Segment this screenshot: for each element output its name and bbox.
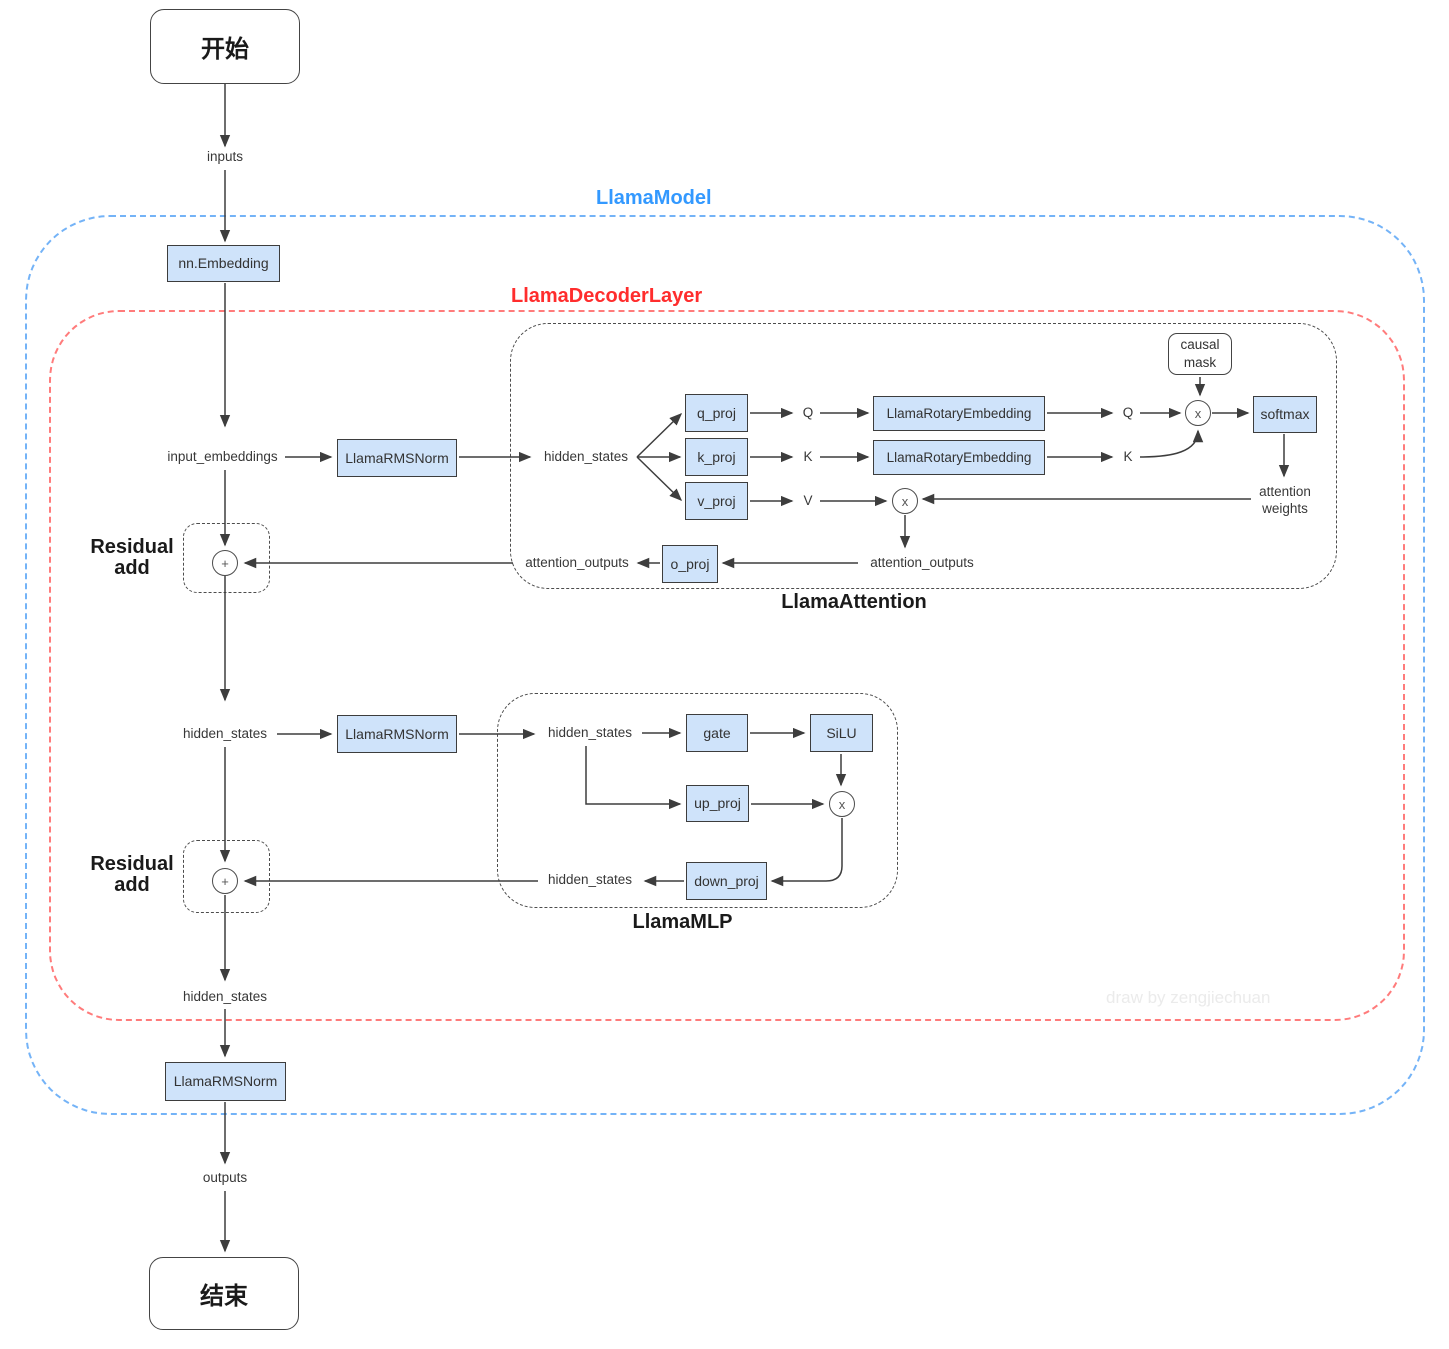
causal-mask-node: causal mask xyxy=(1168,333,1232,375)
watermark-text: draw by zengjiechuan xyxy=(1106,988,1271,1007)
end-node: 结束 xyxy=(149,1257,299,1330)
residual-add-op-1: + xyxy=(212,550,238,576)
o-proj-node: o_proj xyxy=(662,545,718,583)
rmsnorm-node-3: LlamaRMSNorm xyxy=(165,1062,286,1101)
hidden-states-label-bottom: hidden_states xyxy=(182,988,268,1004)
v-proj-node: v_proj xyxy=(685,482,748,520)
nn-embedding-node: nn.Embedding xyxy=(167,245,280,282)
hidden-states-label-mlp-out: hidden_states xyxy=(547,871,633,887)
hidden-states-label-mlp-in: hidden_states xyxy=(547,724,633,740)
multiply-op-v: x xyxy=(892,488,918,514)
residual-line1: Residual xyxy=(90,536,174,558)
multiply-op-qk: x xyxy=(1185,400,1211,426)
residual-add-op-2: + xyxy=(212,868,238,894)
llama-mlp-container xyxy=(497,693,898,908)
k-label-2: K xyxy=(1123,448,1133,464)
llama-mlp-title: LlamaMLP xyxy=(632,910,733,933)
down-proj-node: down_proj xyxy=(686,862,767,900)
multiply-op-mlp: x xyxy=(829,791,855,817)
q-label-1: Q xyxy=(802,404,814,420)
v-label-1: V xyxy=(803,492,813,508)
silu-node: SiLU xyxy=(810,714,873,752)
hidden-states-label-row2: hidden_states xyxy=(182,725,268,741)
llama-attention-container xyxy=(510,323,1337,589)
residual-add-frame-1 xyxy=(183,523,270,593)
rmsnorm-node-1: LlamaRMSNorm xyxy=(337,439,457,477)
q-label-2: Q xyxy=(1122,404,1134,420)
rotary-embedding-node-2: LlamaRotaryEmbedding xyxy=(873,440,1045,475)
llama-model-container xyxy=(25,215,1425,1115)
softmax-node: softmax xyxy=(1253,396,1317,433)
llama-decoder-layer-container xyxy=(49,310,1405,1021)
attention-outputs-label-left: attention_outputs xyxy=(525,554,629,570)
rotary-embedding-node-1: LlamaRotaryEmbedding xyxy=(873,396,1045,431)
k-proj-node: k_proj xyxy=(685,438,748,476)
q-proj-node: q_proj xyxy=(685,394,748,432)
hidden-states-label-attn: hidden_states xyxy=(543,448,629,464)
k-label-1: K xyxy=(803,448,813,464)
residual-line2: add xyxy=(114,874,150,896)
gate-node: gate xyxy=(686,714,748,752)
residual-line1: Residual xyxy=(90,853,174,875)
attention-outputs-label-right: attention_outputs xyxy=(870,554,974,570)
attention-weights-label: attention weights xyxy=(1259,484,1311,516)
inputs-label: inputs xyxy=(206,148,244,164)
residual-line2: add xyxy=(114,557,150,579)
input-embeddings-label: input_embeddings xyxy=(167,448,278,464)
rmsnorm-node-2: LlamaRMSNorm xyxy=(337,715,457,753)
outputs-label: outputs xyxy=(202,1169,248,1185)
llama-attention-title: LlamaAttention xyxy=(781,590,927,613)
start-node: 开始 xyxy=(150,9,300,84)
llama-model-title: LlamaModel xyxy=(596,187,712,209)
llama-decoder-layer-title: LlamaDecoderLayer xyxy=(511,285,703,307)
residual-add-frame-2 xyxy=(183,840,270,913)
up-proj-node: up_proj xyxy=(686,785,749,822)
